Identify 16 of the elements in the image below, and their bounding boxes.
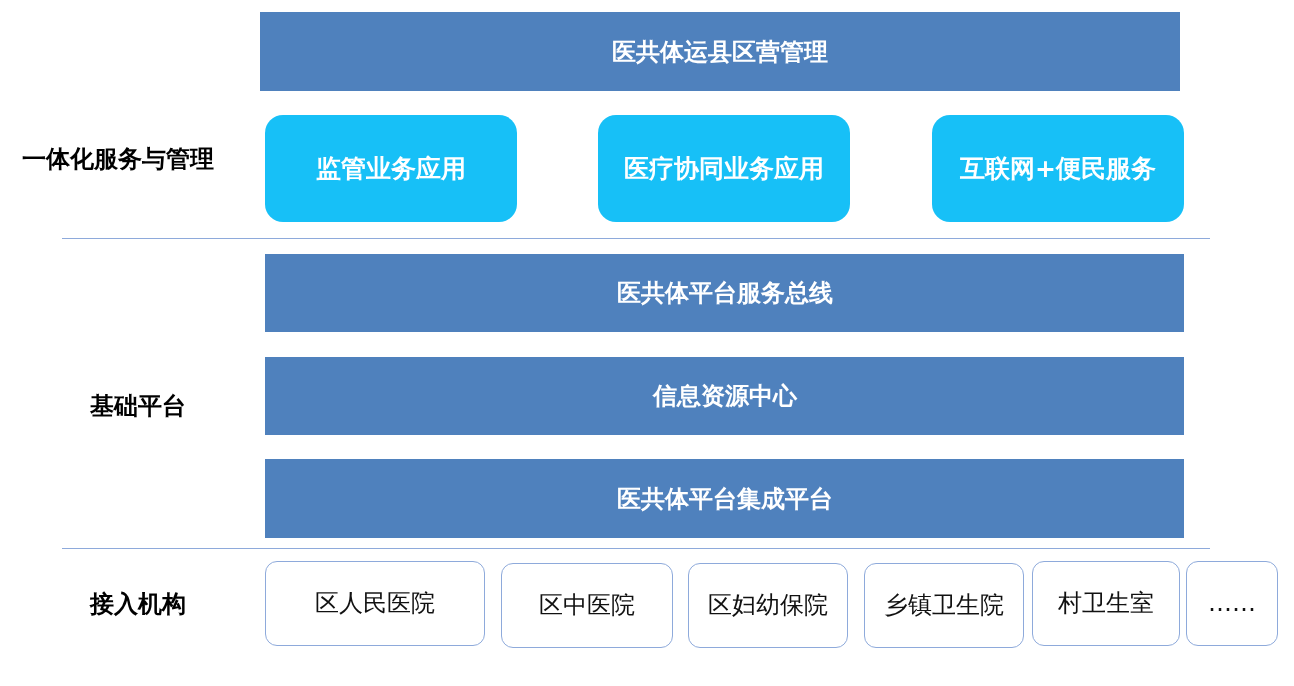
layer-band: 医共体运县区营管理 (260, 12, 1180, 91)
institution-box: 区中医院 (501, 563, 673, 648)
institution-box: 区妇幼保院 (688, 563, 848, 648)
layer-label: 一体化服务与管理 (22, 144, 214, 175)
institution-box: 区人民医院 (265, 561, 485, 646)
layer-label: 接入机构 (90, 589, 186, 620)
application-box: 医疗协同业务应用 (598, 115, 850, 222)
institution-box: 村卫生室 (1032, 561, 1180, 646)
institution-box: …… (1186, 561, 1278, 646)
layer-band: 医共体平台服务总线 (265, 254, 1184, 332)
layer-band: 信息资源中心 (265, 357, 1184, 435)
application-box: 互联网+便民服务 (932, 115, 1184, 222)
application-box: 监管业务应用 (265, 115, 517, 222)
layer-band: 医共体平台集成平台 (265, 459, 1184, 538)
layer-label: 基础平台 (90, 391, 186, 422)
institution-box: 乡镇卫生院 (864, 563, 1024, 648)
